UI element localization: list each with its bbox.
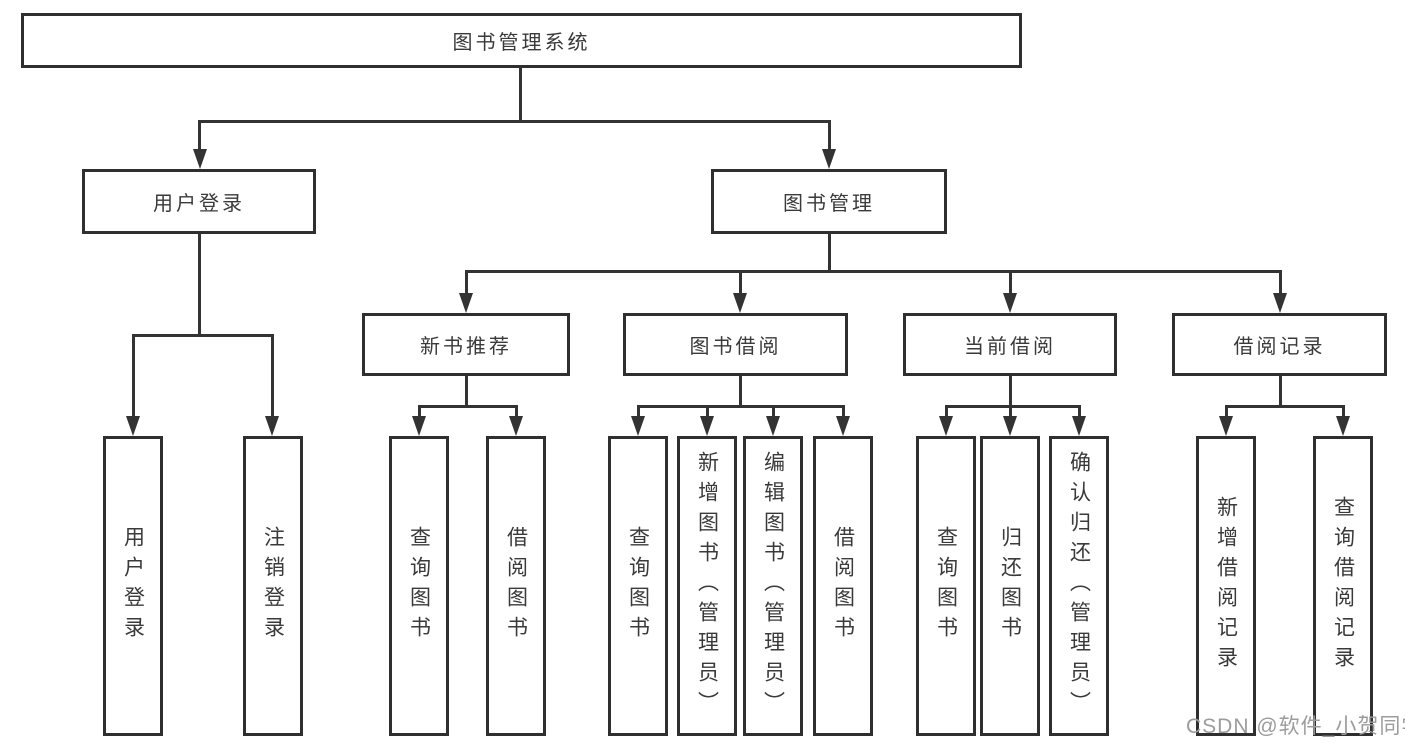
leaf-current-confirm-return-admin: 确认归还（管理员） — [1049, 436, 1109, 736]
connector-line — [1279, 376, 1282, 407]
connector-line — [515, 405, 518, 419]
arrow-down-icon — [1003, 416, 1017, 436]
leaf-user-login: 用户登录 — [103, 436, 163, 736]
leaf-borrow-add-books-admin: 新增图书（管理员） — [677, 436, 737, 736]
arrow-down-icon — [412, 416, 426, 436]
connector-line — [132, 334, 274, 337]
arrow-down-icon — [1072, 416, 1086, 436]
leaf-recommend-borrow-books-label: 借阅图书 — [504, 526, 528, 646]
node-current-borrow: 当前借阅 — [903, 313, 1117, 376]
connector-line — [1009, 405, 1012, 419]
leaf-borrow-query-books: 查询图书 — [608, 436, 668, 736]
arrow-down-icon — [631, 416, 645, 436]
connector-line — [1279, 270, 1282, 294]
arrow-down-icon — [1273, 293, 1287, 313]
connector-line — [706, 405, 709, 419]
leaf-borrow-borrow-books: 借阅图书 — [813, 436, 873, 736]
connector-line — [1009, 270, 1012, 294]
node-borrow-records: 借阅记录 — [1172, 313, 1387, 376]
arrow-down-icon — [700, 416, 714, 436]
connector-line — [198, 234, 201, 336]
node-book-management: 图书管理 — [711, 169, 947, 234]
arrow-down-icon — [1336, 416, 1350, 436]
node-book-management-system-label: 图书管理系统 — [452, 32, 591, 54]
connector-line — [739, 376, 742, 407]
connector-line — [1225, 405, 1345, 408]
node-book-borrow-label: 图书借阅 — [689, 336, 782, 358]
leaf-recommend-query-books: 查询图书 — [389, 436, 449, 736]
leaf-records-add-record-label: 新增借阅记录 — [1214, 496, 1238, 676]
node-current-borrow-label: 当前借阅 — [964, 336, 1056, 358]
leaf-records-query-record: 查询借阅记录 — [1313, 436, 1373, 736]
arrow-down-icon — [1003, 293, 1017, 313]
node-user-login-label: 用户登录 — [153, 193, 245, 215]
arrow-down-icon — [939, 416, 953, 436]
connector-line — [772, 405, 775, 419]
arrow-down-icon — [193, 149, 207, 169]
connector-line — [828, 120, 831, 150]
connector-line — [1342, 405, 1345, 419]
leaf-borrow-edit-books-admin-label: 编辑图书（管理员） — [761, 451, 785, 721]
leaf-records-query-record-label: 查询借阅记录 — [1331, 496, 1355, 676]
connector-line — [1225, 405, 1228, 419]
arrow-down-icon — [733, 293, 747, 313]
connector-line — [945, 405, 948, 419]
arrow-down-icon — [766, 416, 780, 436]
node-borrow-records-label: 借阅记录 — [1233, 336, 1326, 358]
arrow-down-icon — [1219, 416, 1233, 436]
leaf-current-return-books-label: 归还图书 — [998, 526, 1022, 646]
csdn-watermark: CSDN @软件_小贺同学 — [1186, 715, 1405, 738]
arrow-down-icon — [509, 416, 523, 436]
connector-line — [465, 376, 468, 407]
leaf-logout-login-label: 注销登录 — [261, 526, 285, 646]
connector-line — [132, 334, 135, 416]
connector-line — [418, 405, 421, 419]
leaf-current-return-books: 归还图书 — [980, 436, 1040, 736]
connector-line — [739, 270, 742, 294]
connector-line — [828, 234, 831, 272]
leaf-borrow-query-books-label: 查询图书 — [626, 526, 650, 646]
connector-line — [198, 120, 201, 150]
arrow-down-icon — [126, 416, 140, 436]
connector-line — [198, 120, 831, 123]
leaf-user-login-label: 用户登录 — [121, 526, 145, 646]
leaf-recommend-borrow-books: 借阅图书 — [486, 436, 546, 736]
connector-line — [637, 405, 640, 419]
leaf-borrow-add-books-admin-label: 新增图书（管理员） — [695, 451, 719, 721]
connector-line — [1009, 376, 1012, 407]
leaf-records-add-record: 新增借阅记录 — [1196, 436, 1256, 736]
leaf-recommend-query-books-label: 查询图书 — [407, 526, 431, 646]
connector-line — [465, 270, 1281, 273]
leaf-borrow-edit-books-admin: 编辑图书（管理员） — [743, 436, 803, 736]
leaf-current-query-books-label: 查询图书 — [934, 526, 958, 646]
node-book-management-label: 图书管理 — [783, 193, 875, 215]
connector-line — [1078, 405, 1081, 419]
arrow-down-icon — [836, 416, 850, 436]
connector-line — [465, 270, 468, 294]
arrow-down-icon — [822, 149, 836, 169]
node-book-management-system: 图书管理系统 — [21, 13, 1022, 68]
node-new-book-recommend: 新书推荐 — [362, 313, 570, 376]
arrow-down-icon — [265, 416, 279, 436]
connector-line — [271, 334, 274, 416]
connector-line — [945, 405, 1081, 408]
arrow-down-icon — [459, 293, 473, 313]
node-user-login: 用户登录 — [82, 169, 316, 234]
node-new-book-recommend-label: 新书推荐 — [420, 336, 512, 358]
node-book-borrow: 图书借阅 — [623, 313, 848, 376]
leaf-borrow-borrow-books-label: 借阅图书 — [831, 526, 855, 646]
leaf-current-confirm-return-admin-label: 确认归还（管理员） — [1067, 451, 1091, 721]
connector-line — [637, 405, 845, 408]
connector-line — [519, 68, 522, 122]
connector-line — [842, 405, 845, 419]
leaf-current-query-books: 查询图书 — [916, 436, 976, 736]
leaf-logout-login: 注销登录 — [243, 436, 303, 736]
connector-line — [418, 405, 518, 408]
